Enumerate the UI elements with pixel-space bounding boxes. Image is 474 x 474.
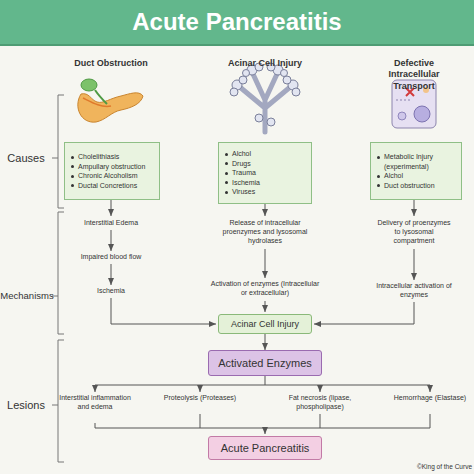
bullet-item: Metabolic Injury (experimental) — [376, 152, 457, 171]
acinar-illustration — [230, 63, 300, 132]
section-label: Causes — [2, 152, 50, 166]
mechanism-text: Interstitial Edema — [66, 219, 156, 228]
mechanism-text: Intracellular activation of enzymes — [374, 282, 454, 300]
bullet-item: Trauma — [224, 168, 307, 178]
node-text: Activated Enzymes — [218, 357, 312, 369]
lesion-text: Proteolysis (Proteases) — [163, 394, 237, 403]
mechanism-text: Impaired blood flow — [66, 253, 156, 262]
bullet-item: Ductal Concretions — [70, 181, 155, 191]
section-brackets — [52, 95, 64, 462]
node-text: Acute Pancreatitis — [221, 442, 310, 454]
bullet-item: Duct obstruction — [376, 181, 457, 191]
pancreas-illustration — [78, 79, 143, 122]
node-text: Acinar Cell Injury — [231, 319, 299, 329]
copyright-note: ©King of the Curve — [392, 463, 472, 471]
mechanism-text: Ischemia — [66, 287, 156, 296]
column-heading: Acinar Cell Injury — [210, 58, 320, 69]
lesion-text: Interstitial inflammation and edema — [58, 394, 132, 412]
bullet-item: Ischemia — [224, 178, 307, 188]
cause-box: AlcholDrugsTraumaIschemiaViruses — [218, 142, 312, 204]
cause-box: Metabolic Injury (experimental)AlcholDuc… — [370, 142, 462, 200]
mechanism-text: Delivery of proenzymes to lysosomal comp… — [374, 219, 454, 245]
bullet-item: Chronic Alcoholism — [70, 171, 155, 181]
bullet-item: Cholelithiasis — [70, 152, 155, 162]
column-heading: Defective Intracellular Transport — [369, 58, 459, 92]
lesion-text: Hemorrhage (Elastase) — [393, 394, 467, 403]
outcome-box: Acute Pancreatitis — [208, 436, 322, 460]
mechanism-text: Activation of enzymes (Intracellular or … — [210, 280, 320, 298]
title-bar: Acute Pancreatitis — [0, 0, 474, 46]
process-box: Acinar Cell Injury — [218, 314, 312, 334]
process-box: Activated Enzymes — [208, 350, 322, 376]
section-label: Mechanisms — [0, 290, 54, 302]
flow-arrow — [265, 334, 266, 350]
bullet-item: Viruses — [224, 187, 307, 197]
flow-arrows — [95, 200, 430, 434]
bullet-item: Drugs — [224, 159, 307, 169]
lesion-text: Fat necrosis (lipase, phospholipase) — [273, 394, 367, 412]
diagram-title: Acute Pancreatitis — [0, 0, 474, 44]
bullet-item: Ampullary obstruction — [70, 162, 155, 172]
column-heading: Duct Obstruction — [61, 58, 161, 69]
mechanism-text: Release of intracellular proenzymes and … — [210, 219, 320, 245]
section-label: Lesions — [2, 399, 50, 413]
bullet-item: Alchol — [224, 149, 307, 159]
bullet-item: Alchol — [376, 171, 457, 181]
cause-box: CholelithiasisAmpullary obstructionChron… — [64, 142, 160, 200]
